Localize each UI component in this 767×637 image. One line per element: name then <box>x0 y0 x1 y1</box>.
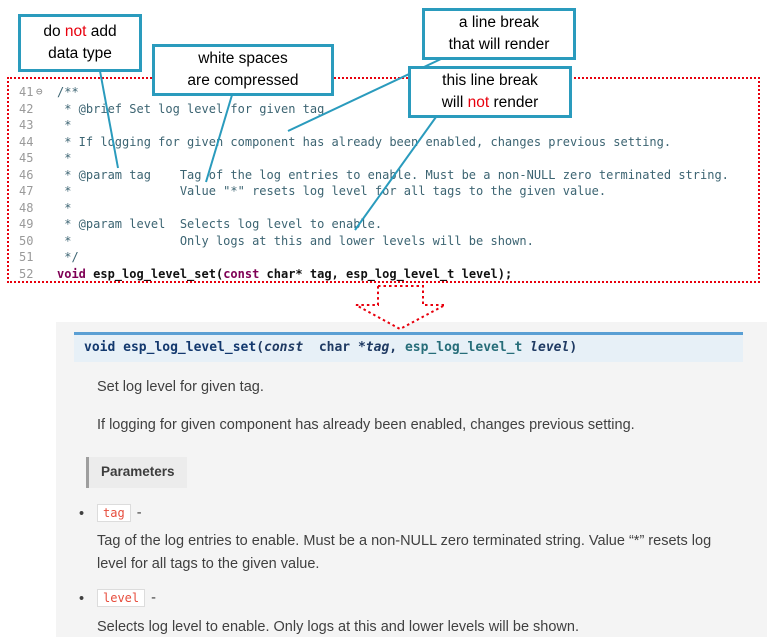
param-description: Selects log level to enable. Only logs a… <box>97 618 579 635</box>
code-text: * <box>57 151 72 165</box>
callout-text: will not render <box>441 94 539 111</box>
line-number: 47 <box>19 184 34 198</box>
callout-text: data type <box>48 45 112 62</box>
param-dash: - <box>151 590 156 607</box>
param-name-level: level <box>97 589 146 608</box>
line-number: 43 <box>19 118 34 132</box>
line-number: 42 <box>19 101 34 116</box>
parameters-header: Parameters <box>86 456 187 488</box>
code-line: 50 * Only logs at this and lower levels … <box>9 233 758 250</box>
param-dash: - <box>136 504 142 521</box>
line-number: 51 <box>19 250 34 264</box>
param-item-level: level- Selects log level to enable. Only… <box>79 587 727 637</box>
code-line: 41⊖ /** <box>9 84 758 101</box>
line-number: 45 <box>19 151 34 165</box>
sig-paren-open: ( <box>256 340 265 355</box>
code-line: 47 * Value "*" resets log level for all … <box>9 183 758 200</box>
sig-return-type: void <box>84 340 124 355</box>
code-text: void esp_log_level_set(const char* tag, … <box>57 266 512 283</box>
code-text: * <box>57 200 72 215</box>
callout-whitespace: white spaces are compressed <box>152 44 334 96</box>
docs-body: Set log level for given tag. If logging … <box>79 376 727 637</box>
rendered-docs: void esp_log_level_set(const char *tag, … <box>56 322 767 637</box>
code-text: /** <box>57 85 79 99</box>
callout-text: this line break <box>442 71 538 89</box>
code-line: 45 * <box>9 150 758 167</box>
code-line-function-declaration: 52 void esp_log_level_set(const char* ta… <box>9 266 758 283</box>
sig-function-name: esp_log_level_set <box>123 340 257 355</box>
code-line: 43 * <box>9 117 758 134</box>
line-number: 48 <box>19 200 34 215</box>
line-number: 41 <box>19 85 34 99</box>
sig-arg-level: level <box>530 340 570 355</box>
line-number: 49 <box>19 217 34 231</box>
callout-text: do not add <box>43 22 117 40</box>
param-description: Tag of the log entries to enable. Must b… <box>97 533 712 572</box>
line-number: 46 <box>19 167 34 182</box>
sig-type-char: char * <box>303 340 366 355</box>
callout-break-not-render: this line break will not render <box>408 66 572 118</box>
code-line: 48 * <box>9 200 758 217</box>
code-line: 42 * @brief Set log level for given tag <box>9 101 758 118</box>
callout-text: are compressed <box>187 72 299 89</box>
sig-const-keyword: const <box>264 340 304 355</box>
code-line: 46 * @param tag Tag of the log entries t… <box>9 167 758 184</box>
parameters-list: tag- Tag of the log entries to enable. M… <box>79 502 727 637</box>
code-text: * Value "*" resets log level for all tag… <box>57 184 607 198</box>
param-item-tag: tag- Tag of the log entries to enable. M… <box>79 502 727 575</box>
detailed-description: If logging for given component has alrea… <box>97 417 635 434</box>
function-args: char* tag, esp_log_level_t level); <box>259 266 513 281</box>
sig-paren-close: ) <box>569 340 578 355</box>
param-name-tag: tag <box>97 503 131 522</box>
callout-text: white spaces <box>198 49 288 67</box>
line-number: 44 <box>19 134 34 149</box>
line-number: 50 <box>19 233 34 248</box>
brief-description: Set log level for given tag. <box>97 379 264 395</box>
callout-break-renders: a line break that will render <box>422 8 576 60</box>
code-text: */ <box>57 250 79 264</box>
code-text: * <box>57 118 72 132</box>
code-line: 49 * @param level Selects log level to e… <box>9 216 758 233</box>
function-name: esp_log_level_set( <box>85 266 224 281</box>
code-text: * @param tag Tag of the log entries to e… <box>57 167 729 182</box>
callout-text: that will render <box>448 36 550 53</box>
function-signature: void esp_log_level_set(const char *tag, … <box>74 332 743 362</box>
callout-text: a line break <box>458 13 540 31</box>
sig-type-loglevel: esp_log_level_t <box>404 340 531 355</box>
sig-comma: , <box>389 340 405 355</box>
fold-marker-icon[interactable]: ⊖ <box>36 85 43 98</box>
code-text: * Only logs at this and lower levels wil… <box>57 233 534 248</box>
keyword-void: void <box>57 266 86 281</box>
code-text: * @param level Selects log level to enab… <box>57 217 383 231</box>
code-editor: 41⊖ /** 42 * @brief Set log level for giv… <box>7 77 760 283</box>
code-text: * @brief Set log level for given tag <box>57 101 325 116</box>
callout-no-datatype: do not add data type <box>18 14 142 72</box>
code-line: 51 */ <box>9 249 758 266</box>
code-text: * If logging for given component has alr… <box>57 134 672 149</box>
line-number: 52 <box>19 266 34 281</box>
code-line: 44 * If logging for given component has … <box>9 134 758 151</box>
sig-arg-tag: tag <box>365 340 390 355</box>
keyword-const: const <box>223 266 260 281</box>
